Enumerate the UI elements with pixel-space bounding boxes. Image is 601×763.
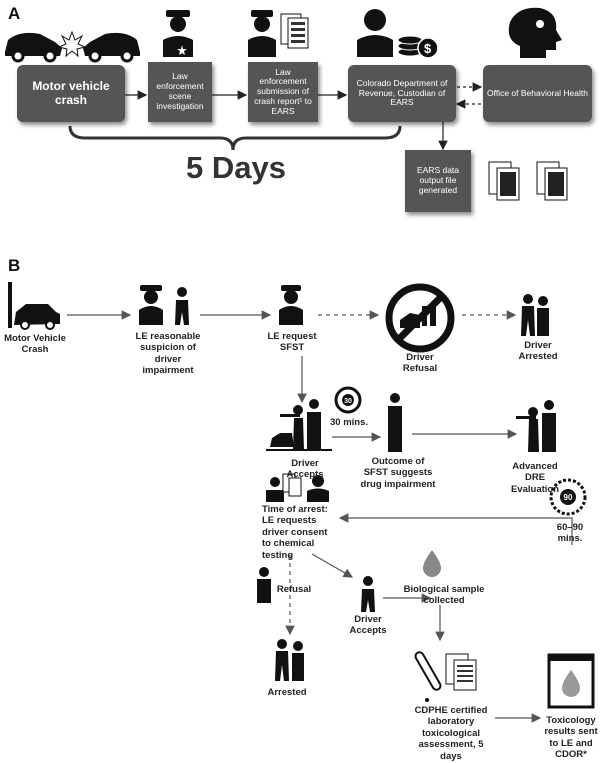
dre-evaluation-icon — [516, 400, 556, 452]
police-officer-icon — [279, 285, 303, 325]
step-ears-output: EARS data output file generated — [405, 150, 471, 212]
officer-with-report-icon — [248, 10, 309, 57]
official-with-money-icon: $ — [357, 9, 439, 59]
officer-consent-icon — [266, 473, 329, 502]
step-behavioral-health: Office of Behavioral Health — [483, 65, 592, 122]
toxicology-report-icon — [547, 653, 595, 709]
arrow — [338, 513, 573, 545]
dre-label: Advanced DRE Evaluation — [510, 461, 560, 495]
driver-person-icon — [361, 576, 375, 612]
driver-arrested-icon — [521, 294, 549, 336]
timer-90-label: 60–90 mins. — [556, 522, 584, 545]
officer-evaluating-icon — [388, 393, 402, 452]
driver-accepts-label: Driver Accepts — [286, 458, 324, 481]
test-tube-report-icon — [414, 651, 477, 702]
bracket — [68, 125, 402, 151]
time-of-arrest-label: Time of arrest: LE requests driver conse… — [262, 504, 328, 561]
svg-text:$: $ — [424, 41, 432, 56]
blood-drop-icon — [423, 550, 441, 577]
data-sheets-icon — [488, 161, 568, 201]
request-sfst-label: LE request SFST — [267, 331, 317, 354]
refusal-label: Driver Refusal — [402, 352, 438, 375]
crash-label: Motor Vehicle Crash — [4, 333, 66, 356]
driver-arrested-label: Driver Arrested — [518, 340, 558, 363]
no-refusal-icon — [385, 283, 455, 353]
results-label: Toxicology results sent to LE and CDOR* — [544, 715, 598, 761]
officer-and-driver-icon — [139, 285, 189, 325]
duration-label: 5 Days — [186, 150, 286, 185]
head-brain-icon — [508, 7, 562, 58]
driver-accepts2-label: Driver Accepts — [349, 614, 387, 637]
sample-label: Biological sample collected — [403, 584, 485, 607]
timer-30-label: 30 mins. — [329, 417, 369, 428]
field-sobriety-test-icon — [266, 399, 332, 451]
step-colorado-dor: Colorado Department of Revenue, Custodia… — [348, 65, 456, 122]
crash-cars-icon — [5, 30, 140, 63]
timer-value: 30 — [344, 398, 352, 405]
suspicion-label: LE reasonable suspicion of driver impair… — [135, 331, 201, 377]
step-crash-report-submission: Law enforcement submission of crash repo… — [248, 62, 318, 122]
police-officer-icon — [163, 10, 193, 57]
step-motor-vehicle-crash: Motor vehicle crash — [17, 65, 125, 122]
lab-assessment-label: CDPHE certified laboratory toxicological… — [414, 705, 488, 762]
arrow — [311, 553, 354, 578]
sfst-outcome-label: Outcome of SFST suggests drug impairment — [360, 456, 436, 490]
car-crash-pole-icon — [8, 282, 60, 330]
panel-b-label: B — [8, 256, 21, 275]
arrested2-label: Arrested — [267, 687, 307, 698]
timer-30-icon: 30 — [334, 386, 362, 414]
refusal2-label: Refusal — [276, 584, 312, 595]
step-scene-investigation: Law enforcement scene investigation — [148, 62, 212, 122]
timer-90-icon: 90 — [549, 478, 587, 516]
arrested-icon — [275, 639, 304, 681]
refusal-person-icon — [257, 567, 271, 603]
panel-a-label: A — [8, 4, 21, 23]
timer-value: 90 — [564, 493, 573, 502]
